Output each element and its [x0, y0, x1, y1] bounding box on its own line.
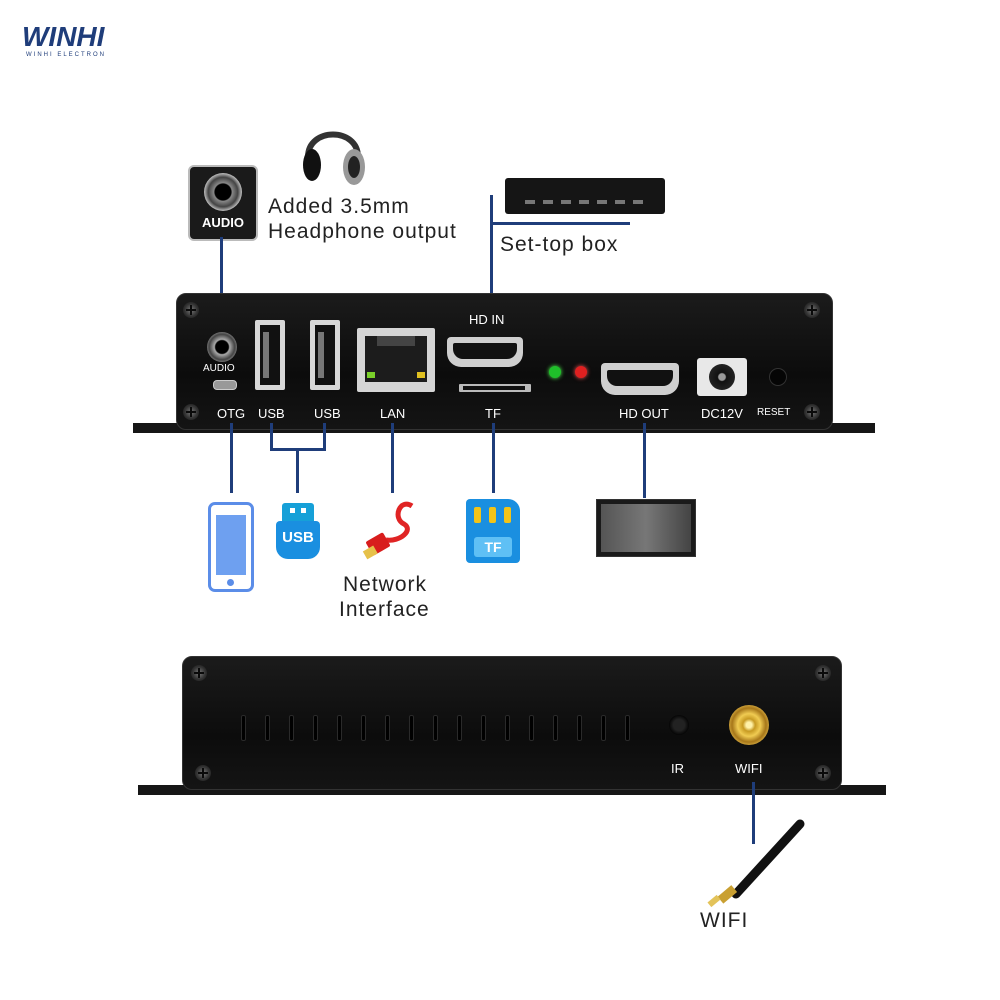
network-caption-2: Interface	[339, 598, 430, 621]
dc-port[interactable]	[697, 358, 747, 396]
tf-card-icon: TF	[466, 499, 520, 563]
led-red	[575, 366, 587, 378]
otg-label: OTG	[217, 406, 246, 421]
settop-box-label: Set-top box	[500, 233, 619, 256]
line-audio	[220, 237, 223, 327]
line-usb-down	[296, 448, 299, 493]
audio-badge-label: AUDIO	[202, 215, 244, 230]
tf-slot[interactable]	[459, 384, 531, 392]
led-green	[549, 366, 561, 378]
reset-label: RESET	[757, 407, 791, 418]
brand-logo: WINHI WINHI ELECTRON	[22, 22, 132, 62]
ethernet-cable-icon	[362, 501, 414, 560]
settop-box-icon	[505, 178, 665, 214]
usb-stick-icon: USB	[276, 503, 320, 561]
line-settop-horizontal	[490, 222, 630, 225]
hd-out-port[interactable]	[601, 363, 679, 395]
line-settop-vertical	[490, 195, 493, 307]
usb-stick-label: USB	[282, 529, 314, 546]
smartphone-icon	[208, 502, 254, 592]
tf-label: TF	[485, 406, 501, 421]
headphones-icon	[303, 131, 365, 185]
hd-in-port[interactable]	[447, 337, 523, 367]
headphone-caption-1: Added 3.5mm	[268, 195, 410, 218]
line-wifi	[752, 782, 755, 844]
usb1-label: USB	[258, 406, 285, 421]
line-tf	[492, 423, 495, 493]
hd-in-label: HD IN	[469, 312, 505, 327]
audio-port[interactable]	[207, 332, 237, 362]
line-usb-right	[323, 423, 326, 451]
hd-out-label: HD OUT	[619, 406, 669, 421]
headphone-caption-2: Headphone output	[268, 220, 457, 243]
ir-sensor	[669, 715, 689, 735]
back-panel: IR WIFI	[182, 656, 842, 790]
line-otg	[230, 423, 233, 493]
usb2-label: USB	[314, 406, 341, 421]
wifi-connector-label: WIFI	[735, 761, 763, 776]
dc-label: DC12V	[701, 406, 743, 421]
antenna-icon	[707, 819, 805, 908]
lan-label: LAN	[380, 406, 406, 421]
back-flange	[138, 785, 886, 795]
audio-jack-icon: AUDIO	[188, 165, 258, 241]
line-usb-left	[270, 423, 273, 451]
tf-card-label: TF	[484, 539, 502, 555]
reset-button[interactable]	[769, 368, 787, 386]
brand-tagline: WINHI ELECTRON	[26, 52, 107, 58]
audio-port-label: AUDIO	[203, 363, 235, 374]
usb-port-1[interactable]	[255, 320, 285, 390]
wifi-connector[interactable]	[729, 705, 769, 745]
front-panel: AUDIO HD IN OTG USB USB LAN TF	[176, 293, 833, 430]
monitor-icon	[596, 499, 696, 557]
line-lan	[391, 423, 394, 493]
brand-logo-text: WINHI	[22, 21, 105, 52]
usb-port-2[interactable]	[310, 320, 340, 390]
network-caption-1: Network	[343, 573, 428, 596]
ir-label: IR	[671, 761, 684, 776]
line-hdout	[643, 423, 646, 498]
otg-port[interactable]	[213, 380, 237, 390]
wifi-caption: WIFI	[700, 909, 749, 932]
lan-port[interactable]	[357, 328, 435, 392]
